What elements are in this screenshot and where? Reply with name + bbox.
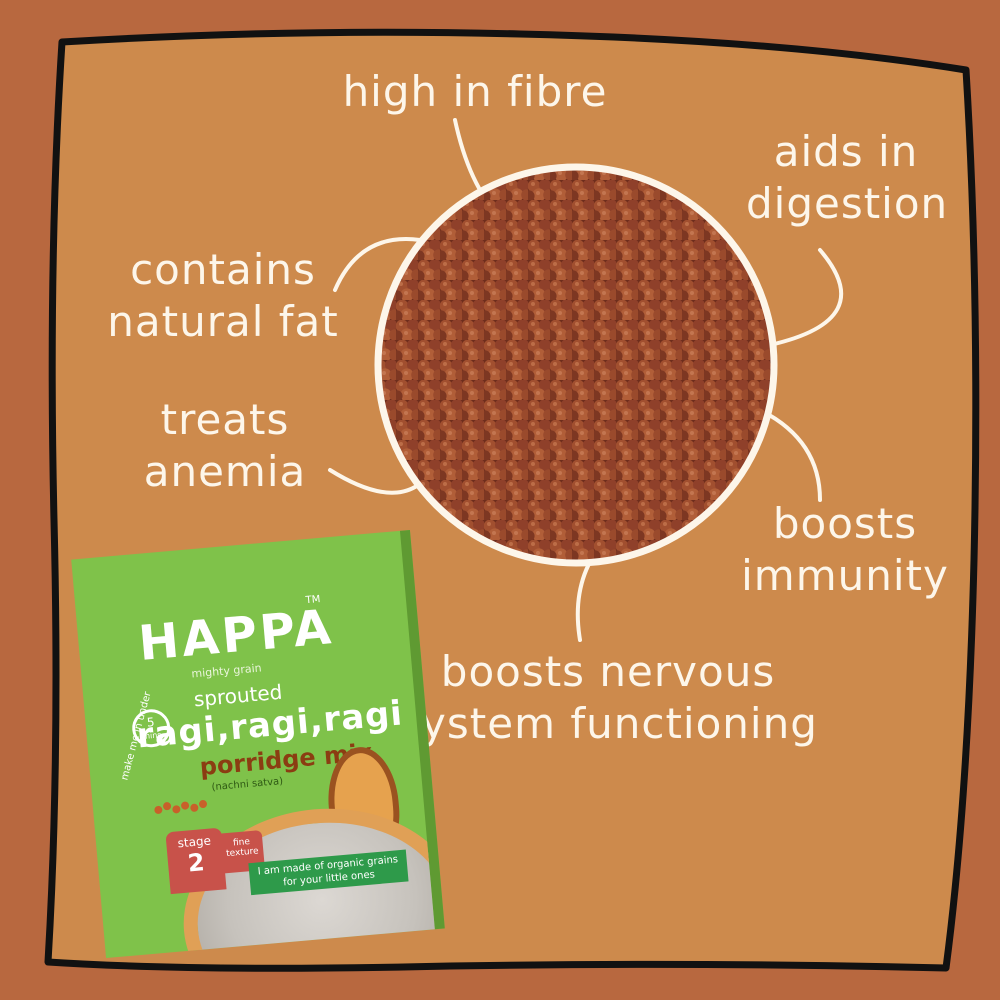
label-treats-anemia: treats anemia [143, 395, 307, 496]
label-high-in-fibre: high in fibre [342, 67, 608, 116]
connector-lines [328, 118, 844, 642]
stage-label: stage [177, 833, 212, 851]
stage-badge: stage 2 [165, 827, 227, 895]
box-front: HAPPA TM mighty grain make me in under 5… [71, 529, 445, 959]
label-contains-natural-fat: contains natural fat [107, 245, 339, 346]
label-boosts-nervous-system: boosts nervous system functioning [398, 647, 818, 748]
connector-immunity [758, 408, 822, 502]
stage-number: 2 [186, 848, 206, 878]
connector-fat [333, 237, 422, 292]
label-boosts-immunity: boosts immunity [741, 499, 949, 600]
ragi-grain-photo [374, 163, 778, 567]
grain-decoration-icon [154, 800, 208, 814]
product-box: HAPPA TM mighty grain make me in under 5… [71, 529, 445, 959]
label-aids-in-digestion: aids in digestion [746, 127, 949, 228]
trademark-mark: TM [305, 594, 321, 607]
connector-digestion [768, 248, 844, 347]
